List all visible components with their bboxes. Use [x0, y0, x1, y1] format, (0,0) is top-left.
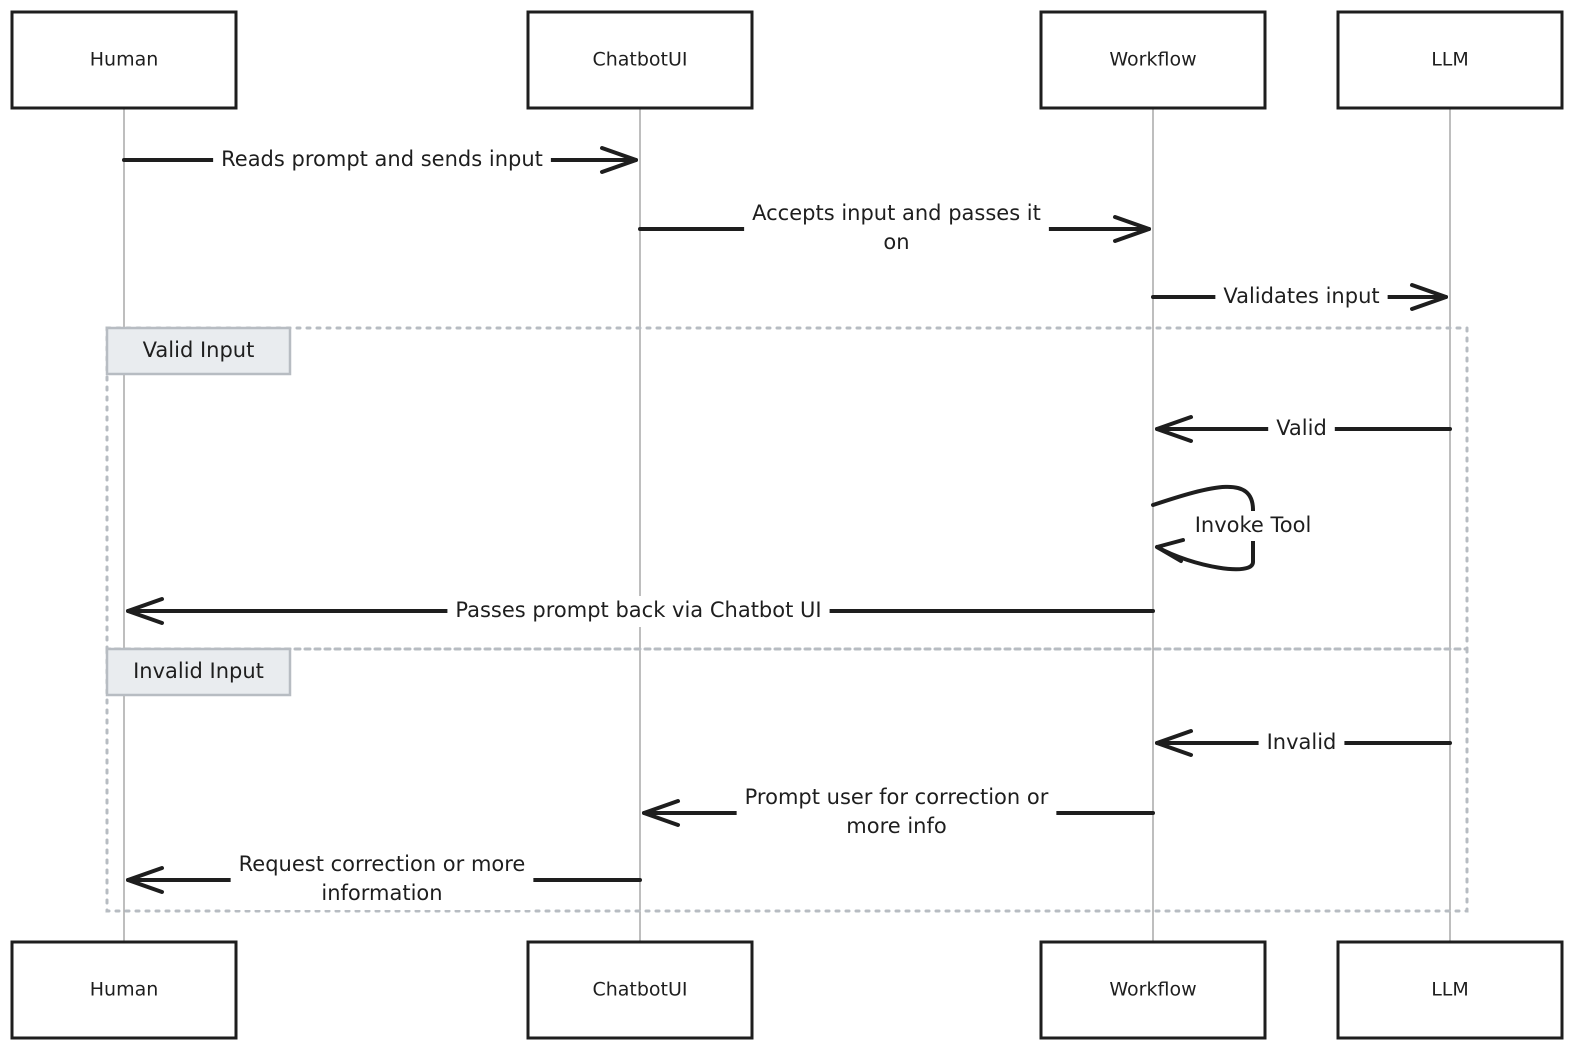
- message-4: Valid: [1155, 414, 1452, 445]
- frame-label: Valid Input: [143, 338, 255, 362]
- participant-box: [10, 10, 238, 110]
- arrow-head: [126, 597, 164, 625]
- participant-chatbotui-bottom: ChatbotUI: [526, 940, 754, 1040]
- frame-label: Invalid Input: [133, 659, 264, 683]
- message-9: Request correction or more information: [126, 850, 642, 910]
- arrow-head: [1155, 538, 1185, 563]
- participant-label: Human: [90, 49, 159, 71]
- arrow-head: [600, 146, 638, 174]
- arrow-head: [1155, 415, 1193, 443]
- message-7: Invalid: [1155, 728, 1452, 759]
- arrow-head: [1155, 729, 1193, 757]
- arrow-head: [1113, 215, 1151, 243]
- message-label-bg: [1215, 282, 1388, 313]
- participant-box: [526, 10, 754, 110]
- participant-label: LLM: [1431, 49, 1469, 71]
- message-label: Passes prompt back via Chatbot UI: [455, 598, 821, 622]
- message-label-bg: [1268, 414, 1335, 445]
- participant-boxes: HumanHumanChatbotUIChatbotUIWorkflowWork…: [10, 10, 1564, 1040]
- message-6: Passes prompt back via Chatbot UI: [126, 596, 1155, 627]
- message-label-bg: [213, 145, 551, 176]
- message-label: Request correction or more: [239, 852, 526, 876]
- message-label: Invalid: [1267, 730, 1337, 754]
- message-label: Validates input: [1223, 284, 1379, 308]
- participant-label: Human: [90, 979, 159, 1001]
- message-label: information: [321, 881, 442, 905]
- participant-label: Workflow: [1109, 979, 1196, 1001]
- participant-workflow-top: Workflow: [1039, 10, 1267, 110]
- participant-box: [1336, 940, 1564, 1040]
- participant-llm-top: LLM: [1336, 10, 1564, 110]
- participant-label: LLM: [1431, 979, 1469, 1001]
- arrow-head: [126, 866, 164, 894]
- participant-label: ChatbotUI: [592, 49, 687, 71]
- participant-workflow-bottom: Workflow: [1039, 940, 1267, 1040]
- message-label-bg: [230, 850, 534, 910]
- message-label: Invoke Tool: [1195, 513, 1312, 537]
- message-label-bg: [1188, 511, 1318, 541]
- message-label: more info: [846, 814, 946, 838]
- arrow-head: [1410, 283, 1448, 311]
- self-call-line: [1151, 484, 1255, 572]
- frame-tab: [105, 326, 292, 376]
- message-label: Prompt user for correction or: [745, 785, 1049, 809]
- participant-box: [1039, 940, 1267, 1040]
- message-label-bg: [736, 783, 1057, 843]
- message-label: Accepts input and passes it: [752, 201, 1041, 225]
- frame-border: [105, 647, 1469, 913]
- participant-box: [10, 940, 238, 1040]
- message-label-bg: [744, 199, 1049, 259]
- participant-label: Workflow: [1109, 49, 1196, 71]
- message-2: Accepts input and passes it on: [638, 199, 1151, 259]
- message-8: Prompt user for correction or more info: [642, 783, 1155, 843]
- participant-label: ChatbotUI: [592, 979, 687, 1001]
- participant-box: [526, 940, 754, 1040]
- message-3: Validates input: [1151, 282, 1448, 313]
- lifelines: [123, 108, 1451, 942]
- message-label-bg: [1258, 728, 1345, 759]
- participant-human-top: Human: [10, 10, 238, 110]
- message-label: Reads prompt and sends input: [221, 147, 543, 171]
- participant-box: [1336, 10, 1564, 110]
- message-label-bg: [447, 596, 830, 627]
- frame-invalid: Invalid Input: [105, 647, 1469, 913]
- participant-box: [1039, 10, 1267, 110]
- frame-tab: [105, 647, 292, 697]
- participant-chatbotui-top: ChatbotUI: [526, 10, 754, 110]
- message-label: Valid: [1276, 416, 1327, 440]
- arrow-head: [642, 799, 680, 827]
- participant-human-bottom: Human: [10, 940, 238, 1040]
- message-5: Invoke Tool: [1151, 484, 1318, 572]
- message-1: Reads prompt and sends input: [122, 145, 638, 176]
- participant-llm-bottom: LLM: [1336, 940, 1564, 1040]
- message-label: on: [883, 230, 909, 254]
